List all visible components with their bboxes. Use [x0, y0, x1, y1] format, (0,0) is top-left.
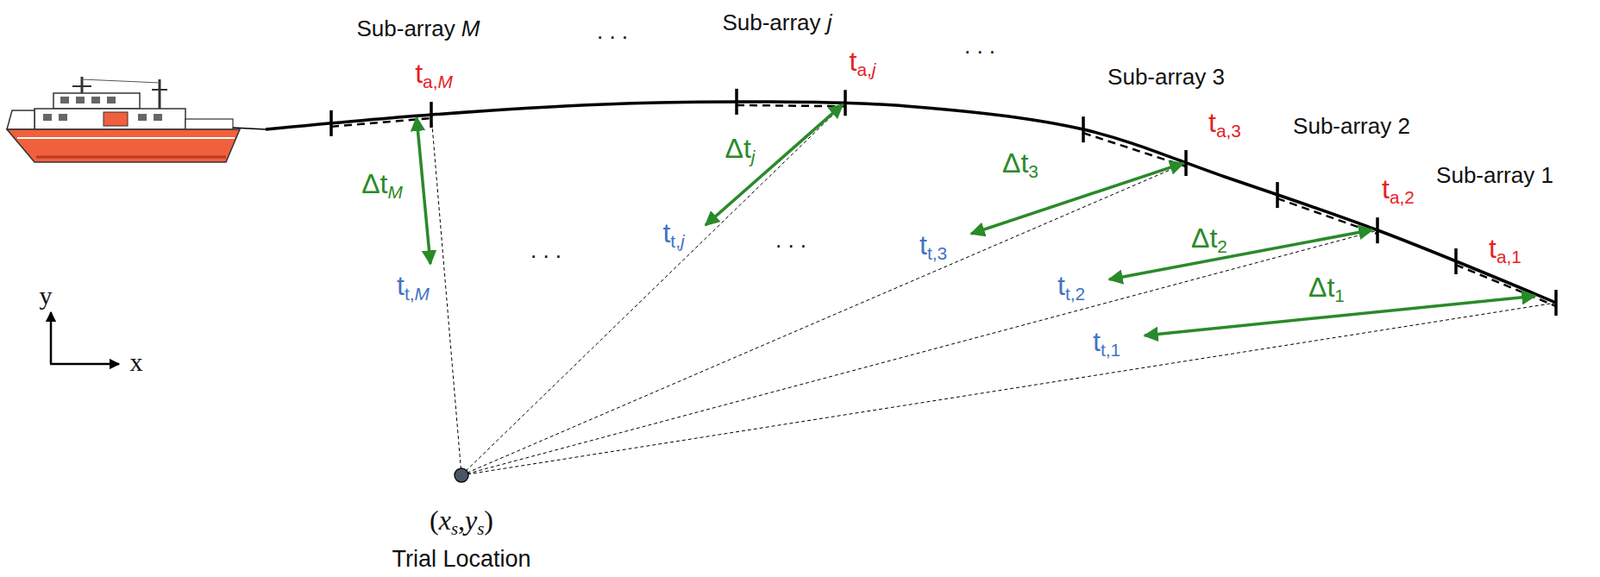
axis-label: x — [130, 349, 144, 376]
ray-line — [461, 302, 1557, 476]
sub-array-tick — [1275, 181, 1280, 208]
sub-array-label: Sub-array j — [721, 11, 832, 34]
trial-location-dot — [454, 468, 469, 483]
ray-line — [431, 114, 462, 476]
arrival-time: ta,1 — [1488, 234, 1522, 263]
travel-time: tt,3 — [919, 231, 948, 259]
location-label: Trial Location — [391, 547, 531, 571]
travel-time: tt,M — [396, 271, 430, 300]
sub-array-tick — [329, 110, 333, 137]
ship-icon — [6, 76, 266, 163]
sub-array-label: Sub-array 1 — [1436, 163, 1554, 187]
ellipsis: . . . — [596, 19, 628, 43]
sub-array-tick — [1454, 248, 1458, 275]
sub-array-label: Sub-array 3 — [1107, 65, 1225, 88]
sub-array-tick — [734, 88, 739, 115]
delay-label: Δtj — [725, 134, 756, 163]
coordinate-label: (xs,ys) — [429, 506, 494, 534]
delay-label: Δt3 — [1002, 149, 1039, 177]
sub-array-label: Sub-array 2 — [1292, 114, 1411, 138]
arrival-time: ta,j — [849, 47, 877, 76]
ray-line — [461, 163, 1186, 476]
arrival-time: ta,2 — [1381, 175, 1415, 203]
towed-array — [265, 101, 1557, 303]
ray-line — [461, 102, 846, 476]
sub-array-chord — [736, 105, 846, 107]
delay-label: Δt2 — [1191, 224, 1228, 252]
sub-array-label: Sub-array M — [356, 17, 480, 40]
sub-array-chord — [1083, 132, 1186, 167]
ellipsis: . . . — [964, 34, 996, 57]
sub-array-tick — [1081, 116, 1086, 143]
arrival-time: ta,3 — [1208, 108, 1242, 137]
delay-arrow — [705, 104, 843, 226]
sub-array-tick — [843, 89, 848, 116]
ellipsis: . . . — [530, 238, 562, 262]
travel-time: tt,j — [662, 219, 684, 247]
axis-label: y — [39, 282, 53, 309]
ellipsis: . . . — [775, 228, 807, 251]
arrival-time: ta,M — [414, 59, 453, 88]
delay-label: ΔtM — [361, 169, 403, 198]
delay-arrow — [416, 117, 431, 264]
travel-time: tt,1 — [1092, 327, 1121, 356]
axis-symbol — [50, 312, 120, 364]
travel-time: tt,2 — [1057, 271, 1086, 300]
delay-label: Δt1 — [1308, 273, 1345, 302]
sub-array-chord — [1277, 198, 1378, 234]
